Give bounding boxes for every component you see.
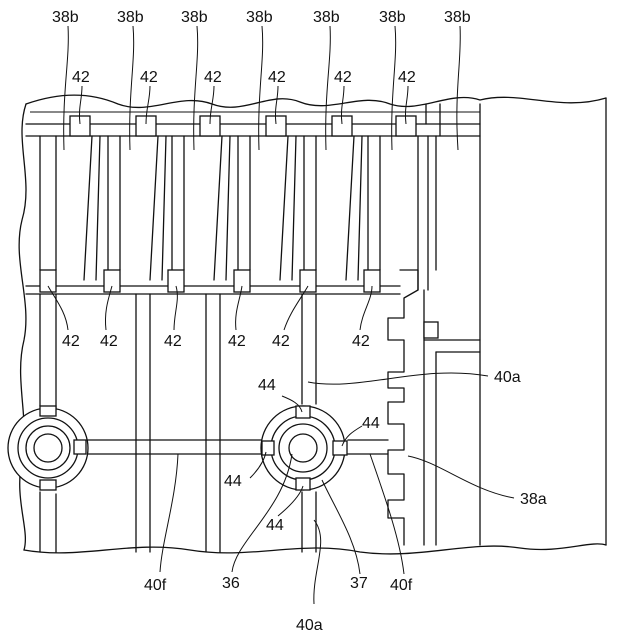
label-44-bottom: 44 [266, 517, 284, 534]
labels-misc: 44 44 44 44 40a 38a 36 37 40f 40f 40a [144, 369, 547, 634]
label-38a: 38a [520, 491, 547, 508]
labels-38b: 38b 38b 38b 38b 38b 38b 38b [52, 9, 471, 26]
label-40a-lower: 40a [296, 617, 323, 634]
label-42-top-1: 42 [72, 69, 90, 86]
label-36: 36 [222, 575, 240, 592]
labels-42-bottom: 42 42 42 42 42 42 [62, 333, 370, 350]
label-38b-2: 38b [117, 9, 144, 26]
label-44-left: 44 [224, 473, 242, 490]
label-44-top: 44 [258, 377, 276, 394]
label-42-top-6: 42 [398, 69, 416, 86]
label-40f-left: 40f [144, 577, 167, 594]
label-42-top-3: 42 [204, 69, 222, 86]
label-38b-6: 38b [379, 9, 406, 26]
label-44-right: 44 [362, 415, 380, 432]
label-38b-7: 38b [444, 9, 471, 26]
label-38b-1: 38b [52, 9, 79, 26]
label-42-bottom-4: 42 [228, 333, 246, 350]
boss-left [8, 406, 88, 490]
top-break-line [26, 95, 606, 107]
label-37: 37 [350, 575, 368, 592]
lower-rail [26, 270, 400, 294]
label-38b-5: 38b [313, 9, 340, 26]
label-42-bottom-1: 42 [62, 333, 80, 350]
label-40f-right: 40f [390, 577, 413, 594]
label-42-top-4: 42 [268, 69, 286, 86]
label-42-bottom-5: 42 [272, 333, 290, 350]
label-42-bottom-3: 42 [164, 333, 182, 350]
label-42-top-2: 42 [140, 69, 158, 86]
label-42-top-5: 42 [334, 69, 352, 86]
notched-wall [388, 270, 480, 545]
label-38b-4: 38b [246, 9, 273, 26]
label-38b-3: 38b [181, 9, 208, 26]
boss-center [261, 406, 347, 490]
label-42-bottom-6: 42 [352, 333, 370, 350]
labels-42-top: 42 42 42 42 42 42 [72, 69, 416, 86]
label-40a-upper: 40a [494, 369, 521, 386]
label-42-bottom-2: 42 [100, 333, 118, 350]
bottom-break-line [24, 544, 606, 554]
left-break-line [19, 104, 26, 550]
top-rail [26, 112, 480, 136]
